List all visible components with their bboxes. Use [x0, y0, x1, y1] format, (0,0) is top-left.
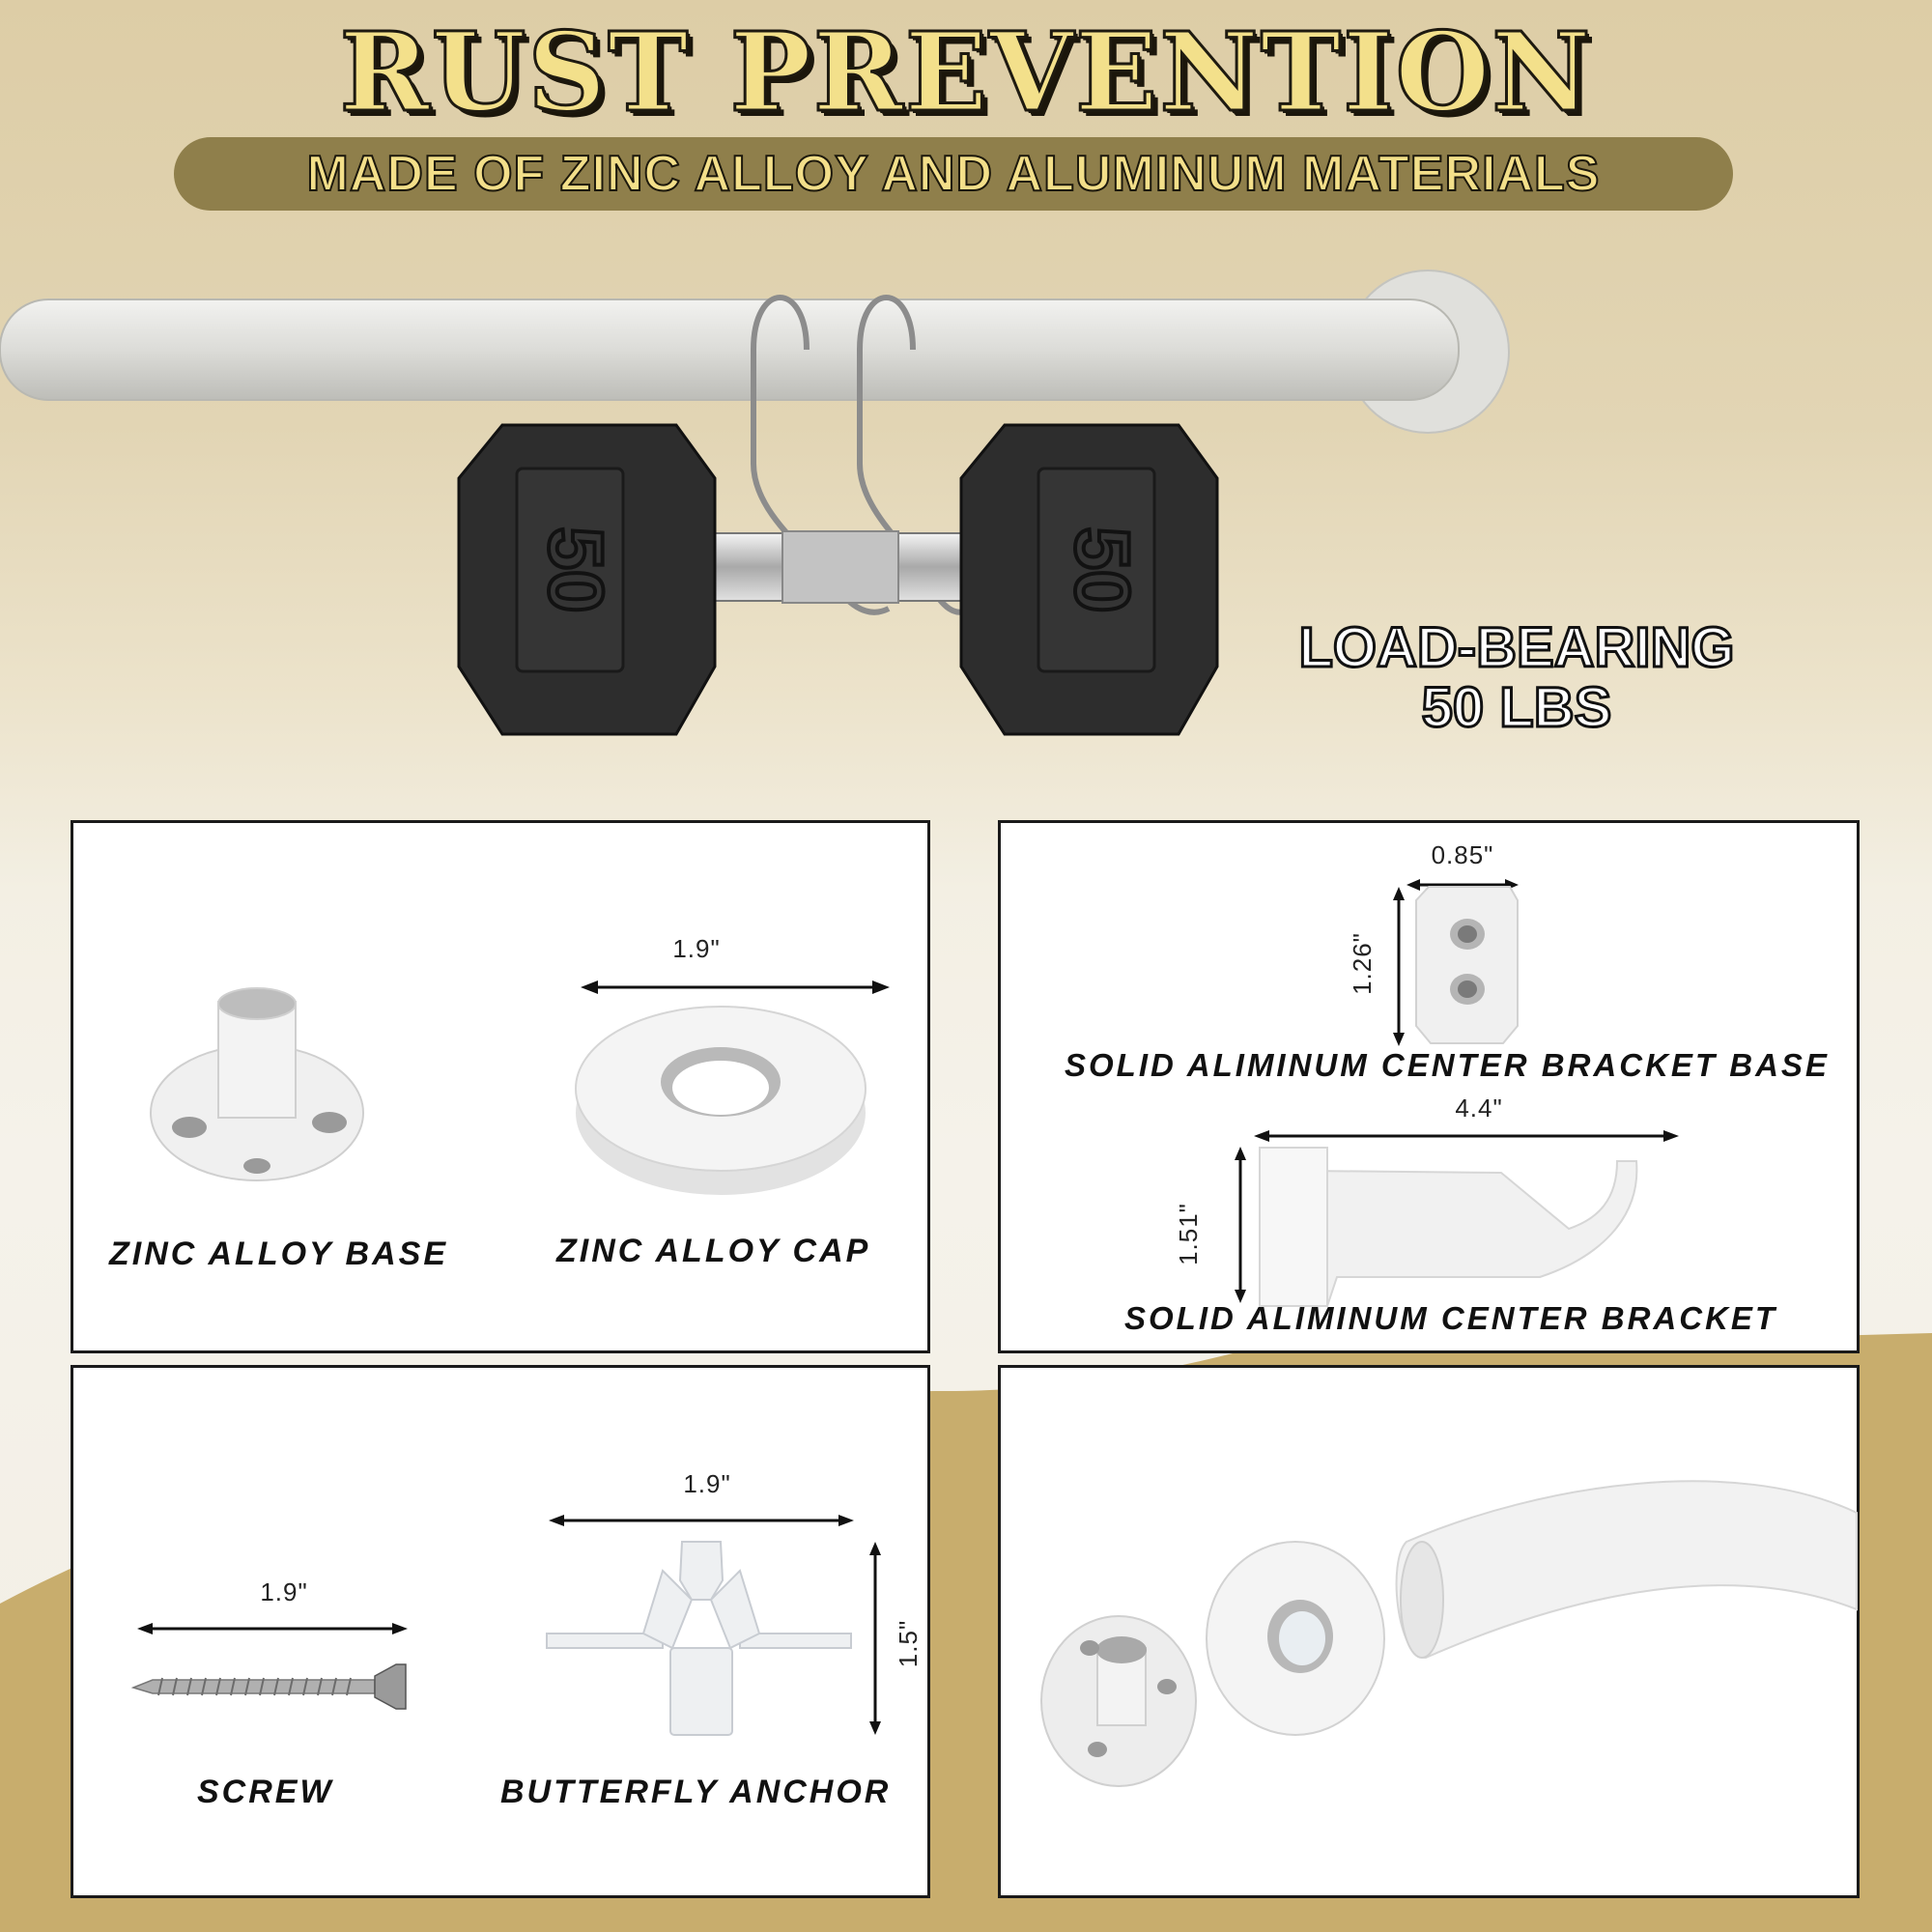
bracket-base-height-arrow [1393, 887, 1405, 1046]
screw-label: SCREW [197, 1774, 334, 1810]
load-bearing-text: LOAD-BEARING 50 LBS [1265, 616, 1768, 739]
load-line-1: LOAD-BEARING [1297, 616, 1736, 679]
screw-length-arrow [137, 1623, 408, 1634]
butterfly-anchor-image [546, 1541, 852, 1736]
anchor-height-arrow [869, 1542, 881, 1735]
dumbbell-left-weight: 50 [533, 527, 619, 613]
panel-assembly [998, 1365, 1860, 1898]
bracket-base-height-dim: 1.26" [1347, 932, 1377, 995]
bracket-height-arrow [1235, 1147, 1246, 1303]
subtitle-bar [174, 137, 1733, 211]
panel-brackets: 0.85" 1.26" SOLID ALIMINUM CENTER BRACKE… [998, 820, 1860, 1353]
panel-hardware: 1.9" SCREW 1.9" 1.5" BUT [71, 1365, 930, 1898]
bracket-base-width-dim: 0.85" [1431, 840, 1494, 869]
butterfly-anchor-label: BUTTERFLY ANCHOR [500, 1774, 892, 1810]
page-title: RUST PREVENTION [338, 9, 1593, 138]
zinc-alloy-base-image [150, 987, 364, 1181]
dumbbell-right-weight: 50 [1060, 527, 1146, 613]
screw-length-dim: 1.9" [260, 1577, 308, 1606]
zinc-alloy-cap-label: ZINC ALLOY CAP [556, 1233, 871, 1269]
center-bracket-image [1259, 1147, 1638, 1307]
bracket-height-dim: 1.51" [1173, 1203, 1203, 1265]
zinc-alloy-base-label: ZINC ALLOY BASE [109, 1236, 449, 1272]
panel-base-cap: ZINC ALLOY BASE 1.9" ZINC ALLOY CAP [71, 820, 930, 1353]
screw-image [130, 1663, 407, 1710]
page-subtitle: MADE OF ZINC ALLOY AND ALUMINUM MATERIAL… [306, 145, 1601, 203]
center-bracket-label: SOLID ALIMINUM CENTER BRACKET [1124, 1300, 1778, 1336]
cap-width-dim: 1.9" [672, 934, 721, 963]
anchor-width-dim: 1.9" [683, 1469, 731, 1498]
load-line-2: 50 LBS [1420, 676, 1613, 739]
anchor-height-dim: 1.5" [894, 1619, 923, 1668]
curtain-rod-illustration: 50 50 [0, 270, 1510, 736]
cap-width-arrow [581, 980, 890, 994]
bracket-base-label: SOLID ALIMINUM CENTER BRACKET BASE [1065, 1047, 1830, 1083]
assembly-image [1040, 1480, 1858, 1787]
zinc-alloy-cap-image [575, 1006, 867, 1195]
bracket-base-image [1415, 886, 1519, 1044]
bracket-length-dim: 4.4" [1455, 1094, 1503, 1122]
bracket-length-arrow [1254, 1130, 1679, 1142]
anchor-width-arrow [549, 1515, 854, 1526]
